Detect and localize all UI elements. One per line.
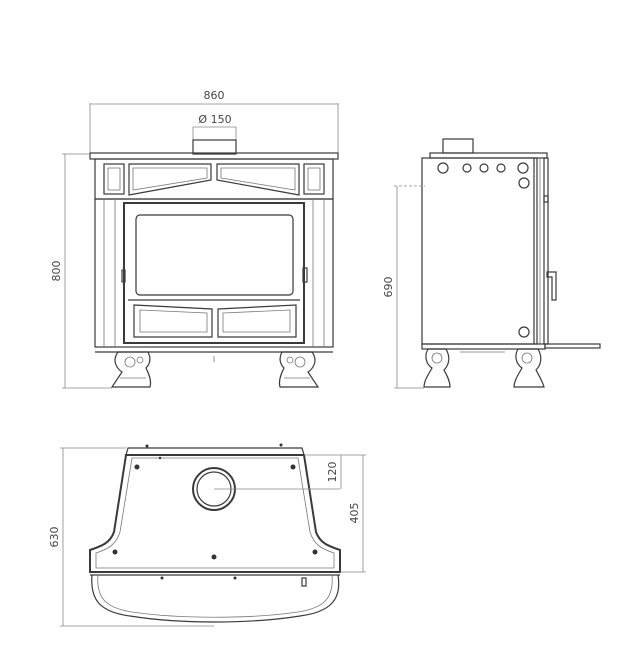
side-height-dimension: 690 — [382, 185, 425, 389]
flue-collar — [192, 139, 237, 155]
ash-tray — [544, 343, 601, 349]
front-body — [94, 198, 334, 348]
front-view: 860 Ø 150 — [50, 89, 339, 389]
depth-label: 630 — [48, 527, 61, 548]
front-left-foot — [110, 351, 152, 388]
front-right-foot — [278, 351, 320, 388]
top-depth-dimension: 630 — [48, 447, 214, 627]
top-view: 630 120 405 — [48, 443, 366, 627]
body-depth-label: 405 — [348, 503, 361, 524]
vent — [437, 162, 449, 174]
top-back-edge — [125, 447, 305, 456]
width-label: 860 — [204, 89, 225, 102]
door-glass — [135, 214, 294, 296]
height-dimension: 800 — [50, 153, 112, 389]
side-view: 690 — [382, 138, 601, 389]
door-handle — [302, 267, 308, 283]
side-left-foot — [423, 348, 451, 388]
width-dimension: 860 — [89, 89, 339, 153]
door-hinge — [121, 269, 126, 283]
flue-offset-label: 120 — [326, 462, 339, 483]
front-door — [123, 202, 305, 344]
body-depth-dimension: 405 — [340, 455, 366, 573]
flue-offset-dimension: 120 — [304, 454, 366, 489]
flue-dimension: Ø 150 — [192, 113, 237, 140]
flue-diameter-label: Ø 150 — [198, 113, 231, 126]
height-label: 800 — [50, 261, 63, 282]
frieze — [94, 158, 334, 200]
side-height-label: 690 — [382, 277, 395, 298]
hearth-front-curve — [91, 574, 340, 623]
side-right-foot — [513, 348, 545, 388]
side-flue-collar — [442, 138, 474, 154]
side-handle — [546, 271, 557, 301]
side-top-plate — [429, 152, 548, 159]
